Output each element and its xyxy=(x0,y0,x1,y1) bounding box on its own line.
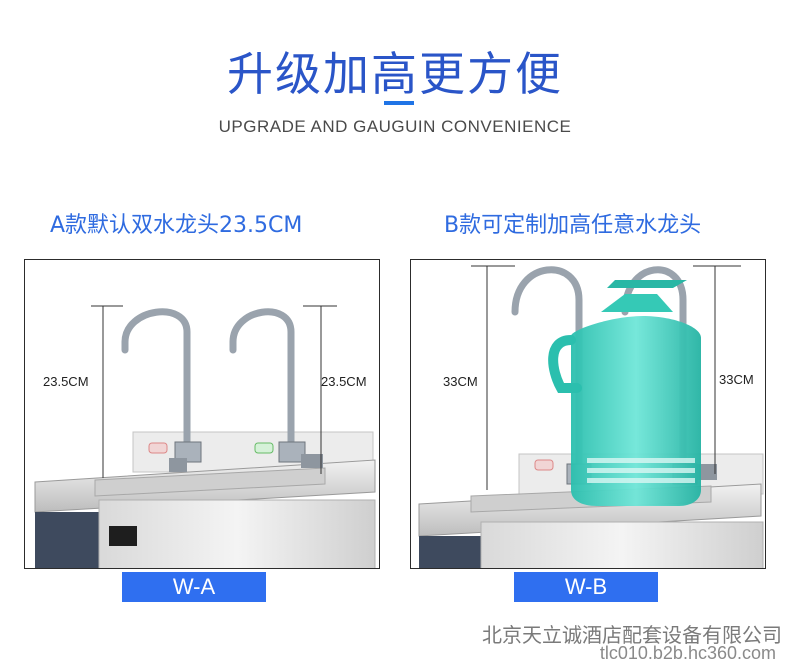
model-b-sink-illustration xyxy=(418,265,764,568)
model-a-product-image: 23.5CM 23.5CM xyxy=(24,259,380,569)
page-subtitle: UPGRADE AND GAUGUIN CONVENIENCE xyxy=(218,117,572,136)
model-a-tag: W-A xyxy=(122,572,266,602)
model-b-right-height-label: 33CM xyxy=(719,372,754,387)
model-a-left-height-label: 23.5CM xyxy=(43,374,89,389)
model-b-tag: W-B xyxy=(514,572,658,602)
model-a-sink-illustration xyxy=(34,305,376,568)
model-a-right-height-label: 23.5CM xyxy=(321,374,367,389)
title-underline xyxy=(384,101,414,105)
page-title: 升级加高更方便 xyxy=(227,47,563,101)
model-a-caption: A款默认双水龙头23.5CM xyxy=(50,213,303,238)
url-watermark: tlc010.b2b.hc360.com xyxy=(599,643,776,663)
model-b-left-height-label: 33CM xyxy=(443,374,478,389)
company-watermark: 北京天立诚酒店配套设备有限公司 xyxy=(482,623,782,647)
model-b-product-image: 33CM 33CM xyxy=(410,259,766,569)
model-b-caption: B款可定制加高任意水龙头 xyxy=(444,213,702,238)
